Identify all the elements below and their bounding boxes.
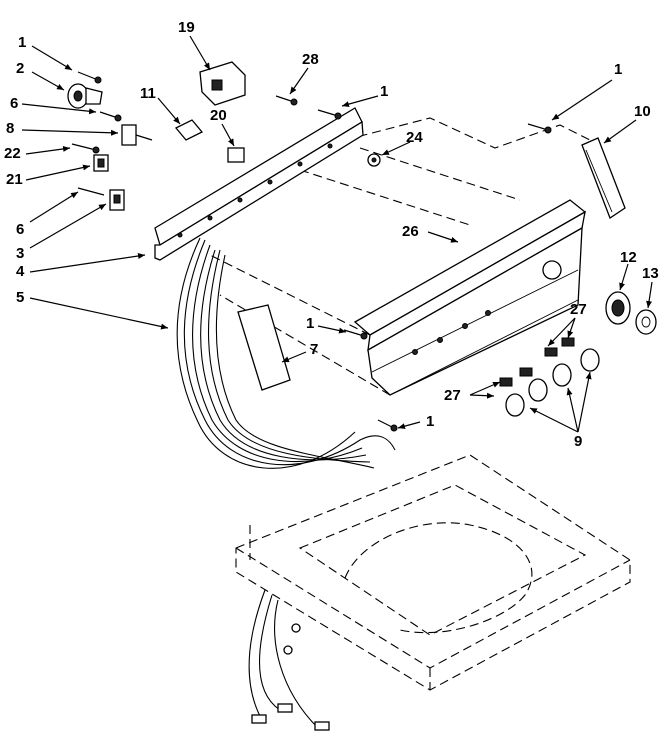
callout-1b: 1 (380, 83, 388, 100)
callout-26: 26 (402, 223, 419, 240)
screw-part-1b (317, 109, 342, 120)
screw-part-6a (99, 111, 122, 122)
callout-28: 28 (302, 51, 319, 68)
console-guide-lines (299, 117, 591, 226)
screw-part-1c (527, 123, 552, 134)
springs-part-27 (499, 337, 575, 387)
callout-19: 19 (178, 19, 195, 36)
cabinet-top-outline (235, 454, 631, 691)
screw-part-28 (275, 95, 298, 106)
callout-21: 21 (6, 171, 23, 188)
nut-part-24 (367, 153, 381, 167)
buttons-part-9 (505, 348, 600, 417)
callout-1d: 1 (306, 315, 314, 332)
wire-harness-part-5 (176, 237, 396, 731)
callout-11: 11 (140, 85, 156, 102)
timer-knob-part-2 (67, 83, 103, 109)
mounting-bracket-part-4 (154, 107, 364, 261)
callout-7: 7 (310, 341, 318, 358)
callout-24: 24 (406, 129, 423, 146)
knob-part-12 (605, 291, 631, 325)
callout-1c: 1 (614, 61, 622, 78)
callout-6a: 6 (10, 95, 18, 112)
callout-9: 9 (574, 433, 582, 450)
callout-22: 22 (4, 145, 21, 162)
end-cap-part-10 (581, 137, 626, 219)
callout-1a: 1 (18, 34, 26, 51)
screw-part-1a (77, 71, 102, 84)
callout-labels: 1 2 6 8 22 21 6 3 4 5 19 11 20 28 1 24 1… (4, 19, 659, 450)
callout-12: 12 (620, 249, 637, 266)
switch-part-3 (77, 187, 125, 211)
switch-part-21 (93, 154, 109, 172)
connector-part-20 (227, 147, 245, 163)
knob-part-13 (635, 309, 657, 335)
screw-part-1e (377, 419, 398, 432)
callout-2: 2 (16, 60, 24, 77)
callout-1e: 1 (426, 413, 434, 430)
clip-part-11 (174, 119, 204, 141)
leader-lines (21, 35, 653, 433)
screw-part-1d (343, 329, 368, 340)
switch-part-8 (121, 124, 153, 146)
callout-13: 13 (642, 265, 659, 282)
callout-10: 10 (634, 103, 651, 120)
callout-4: 4 (16, 263, 25, 280)
callout-8: 8 (6, 120, 14, 137)
bracket-part-19 (199, 61, 246, 106)
callout-3: 3 (16, 245, 24, 262)
screw-part-22 (71, 143, 100, 154)
console-part-26 (209, 199, 587, 396)
callout-27a: 27 (570, 301, 587, 318)
callout-5: 5 (16, 289, 24, 306)
callout-27b: 27 (444, 387, 461, 404)
callout-20: 20 (210, 107, 227, 124)
bulkhead-part-7 (237, 304, 291, 391)
callout-6b: 6 (16, 221, 24, 238)
